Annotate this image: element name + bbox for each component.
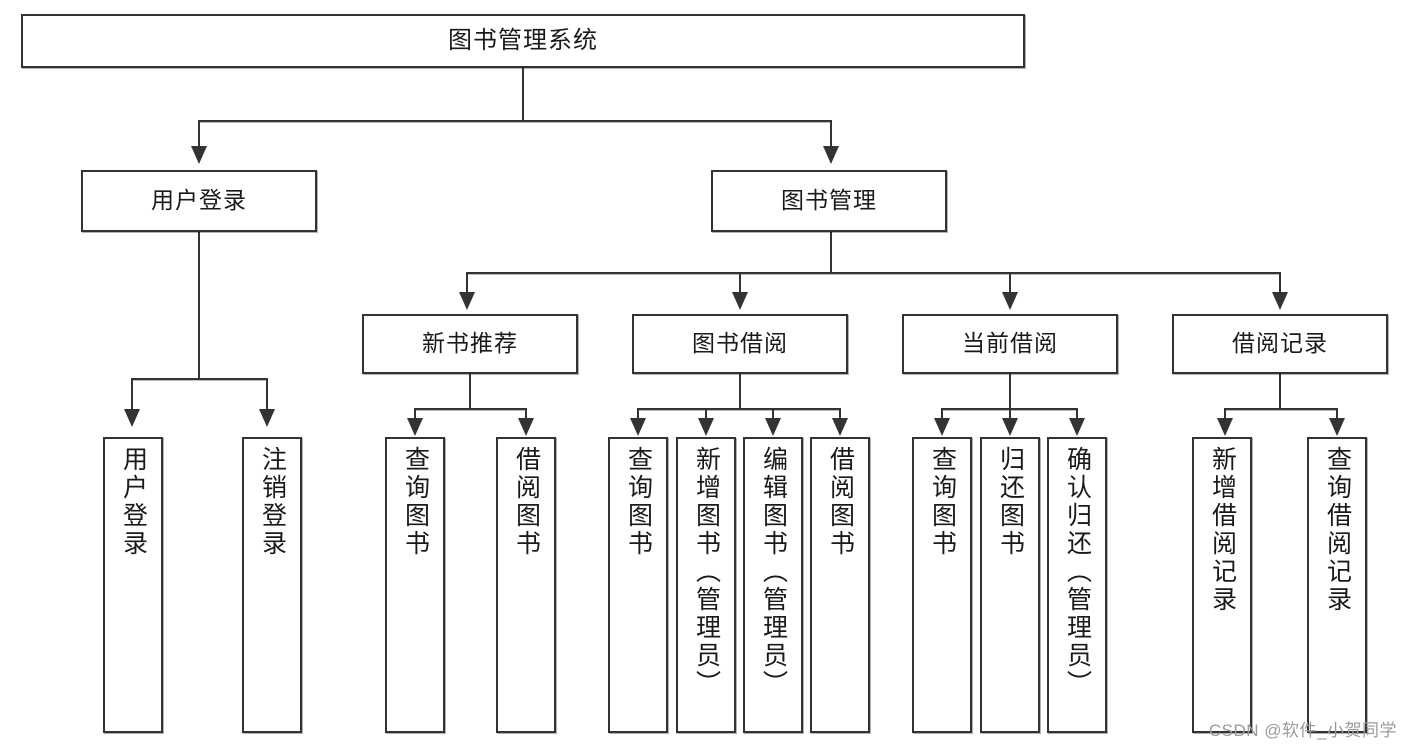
- connector-root-bar: [198, 120, 832, 122]
- arrow-book-borrow-to-leaf-1: [698, 418, 714, 436]
- leaf-book-borrow-query-book[interactable]: 查询图书: [608, 437, 668, 733]
- connector-book-borrow-to-leaf-2: [772, 408, 774, 420]
- node-label: 查询图书: [624, 446, 653, 558]
- connector-book-management-to-new-book: [466, 272, 468, 294]
- leaf-current-borrow-query-book[interactable]: 查询图书: [912, 437, 972, 733]
- connector-book-management-to-current-borrow: [1009, 272, 1011, 294]
- node-label: 图书管理: [781, 187, 877, 214]
- connector-new-book-stem: [469, 374, 471, 410]
- arrow-borrow-record-to-leaf-0: [1217, 418, 1233, 436]
- node-label: 新书推荐: [422, 330, 518, 357]
- node-book-management[interactable]: 图书管理: [711, 170, 947, 232]
- connector-book-management-bar: [466, 272, 1280, 274]
- leaf-new-book-query-book[interactable]: 查询图书: [385, 437, 445, 733]
- arrow-root-to-book-management: [823, 146, 839, 164]
- connector-current-borrow-to-leaf-1: [1009, 408, 1011, 420]
- leaf-book-borrow-borrow-book[interactable]: 借阅图书: [810, 437, 870, 733]
- connector-root-to-user-login: [198, 120, 200, 148]
- arrow-book-management-to-book-borrow: [732, 292, 748, 310]
- arrow-user-login-to-leaf-1: [259, 409, 275, 427]
- connector-new-book-to-leaf-0: [414, 408, 416, 420]
- node-book-borrow[interactable]: 图书借阅: [632, 314, 848, 374]
- connector-user-login-to-leaf-0: [131, 378, 133, 411]
- connector-book-borrow-to-leaf-1: [705, 408, 707, 420]
- arrow-book-management-to-new-book: [459, 292, 475, 310]
- connector-borrow-record-to-leaf-1: [1336, 408, 1338, 420]
- connector-borrow-record-stem: [1279, 374, 1281, 410]
- node-label: 图书管理系统: [448, 26, 598, 54]
- arrow-root-to-user-login: [191, 146, 207, 164]
- leaf-new-book-borrow-book[interactable]: 借阅图书: [496, 437, 556, 733]
- leaf-current-borrow-return-book[interactable]: 归还图书: [980, 437, 1040, 733]
- connector-user-login-bar: [131, 378, 268, 380]
- leaf-book-borrow-add-book-admin[interactable]: 新增图书（管理员）: [676, 437, 736, 733]
- leaf-borrow-record-query-record[interactable]: 查询借阅记录: [1307, 437, 1367, 733]
- leaf-user-login-logout[interactable]: 注销登录: [242, 437, 302, 733]
- connector-book-borrow-stem: [739, 374, 741, 410]
- node-label: 图书借阅: [692, 330, 788, 357]
- node-label: 查询图书: [928, 446, 957, 558]
- connector-root-stem: [522, 68, 524, 121]
- arrow-new-book-to-leaf-0: [407, 418, 423, 436]
- connector-new-book-to-leaf-1: [525, 408, 527, 420]
- arrow-book-management-to-current-borrow: [1002, 292, 1018, 310]
- node-label: 借阅图书: [512, 446, 541, 558]
- leaf-user-login-login[interactable]: 用户登录: [103, 437, 163, 733]
- node-label: 注销登录: [258, 446, 287, 558]
- connector-book-borrow-to-leaf-3: [839, 408, 841, 420]
- node-label: 新增借阅记录: [1208, 446, 1237, 614]
- leaf-book-borrow-edit-book-admin[interactable]: 编辑图书（管理员）: [743, 437, 803, 733]
- connector-user-login-to-leaf-1: [266, 378, 268, 411]
- node-current-borrow[interactable]: 当前借阅: [902, 314, 1118, 374]
- node-label: 用户登录: [119, 446, 148, 558]
- connector-book-management-stem: [830, 232, 832, 273]
- connector-borrow-record-bar: [1224, 408, 1337, 410]
- node-label: 查询图书: [401, 446, 430, 558]
- connector-current-borrow-to-leaf-0: [941, 408, 943, 420]
- connector-current-borrow-to-leaf-2: [1076, 408, 1078, 420]
- connector-borrow-record-to-leaf-0: [1224, 408, 1226, 420]
- arrow-book-borrow-to-leaf-0: [630, 418, 646, 436]
- connector-user-login-stem: [198, 232, 200, 379]
- arrow-book-borrow-to-leaf-3: [832, 418, 848, 436]
- node-label: 借阅记录: [1232, 330, 1328, 357]
- arrow-current-borrow-to-leaf-2: [1069, 418, 1085, 436]
- connector-new-book-bar: [414, 408, 527, 410]
- connector-book-management-to-borrow-record: [1279, 272, 1281, 294]
- arrow-book-management-to-borrow-record: [1272, 292, 1288, 310]
- node-new-book-recommend[interactable]: 新书推荐: [362, 314, 578, 374]
- connector-book-management-to-book-borrow: [739, 272, 741, 294]
- arrow-book-borrow-to-leaf-2: [765, 418, 781, 436]
- node-user-login[interactable]: 用户登录: [81, 170, 317, 232]
- node-label: 查询借阅记录: [1323, 446, 1352, 614]
- connector-book-borrow-bar: [637, 408, 841, 410]
- arrow-current-borrow-to-leaf-1: [1002, 418, 1018, 436]
- leaf-current-borrow-confirm-return-admin[interactable]: 确认归还（管理员）: [1047, 437, 1107, 733]
- node-label: 新增图书（管理员）: [692, 446, 721, 698]
- node-label: 确认归还（管理员）: [1063, 446, 1092, 698]
- node-borrow-record[interactable]: 借阅记录: [1172, 314, 1388, 374]
- arrow-new-book-to-leaf-1: [518, 418, 534, 436]
- arrow-user-login-to-leaf-0: [124, 409, 140, 427]
- node-label: 借阅图书: [826, 446, 855, 558]
- node-label: 编辑图书（管理员）: [759, 446, 788, 698]
- node-label: 归还图书: [996, 446, 1025, 558]
- node-root-book-management-system[interactable]: 图书管理系统: [21, 14, 1025, 68]
- arrow-current-borrow-to-leaf-0: [934, 418, 950, 436]
- node-label: 用户登录: [151, 187, 247, 214]
- arrow-borrow-record-to-leaf-1: [1329, 418, 1345, 436]
- connector-book-borrow-to-leaf-0: [637, 408, 639, 420]
- connector-current-borrow-stem: [1009, 374, 1011, 410]
- node-label: 当前借阅: [962, 330, 1058, 357]
- connector-root-to-book-management: [830, 120, 832, 148]
- leaf-borrow-record-add-record[interactable]: 新增借阅记录: [1192, 437, 1252, 733]
